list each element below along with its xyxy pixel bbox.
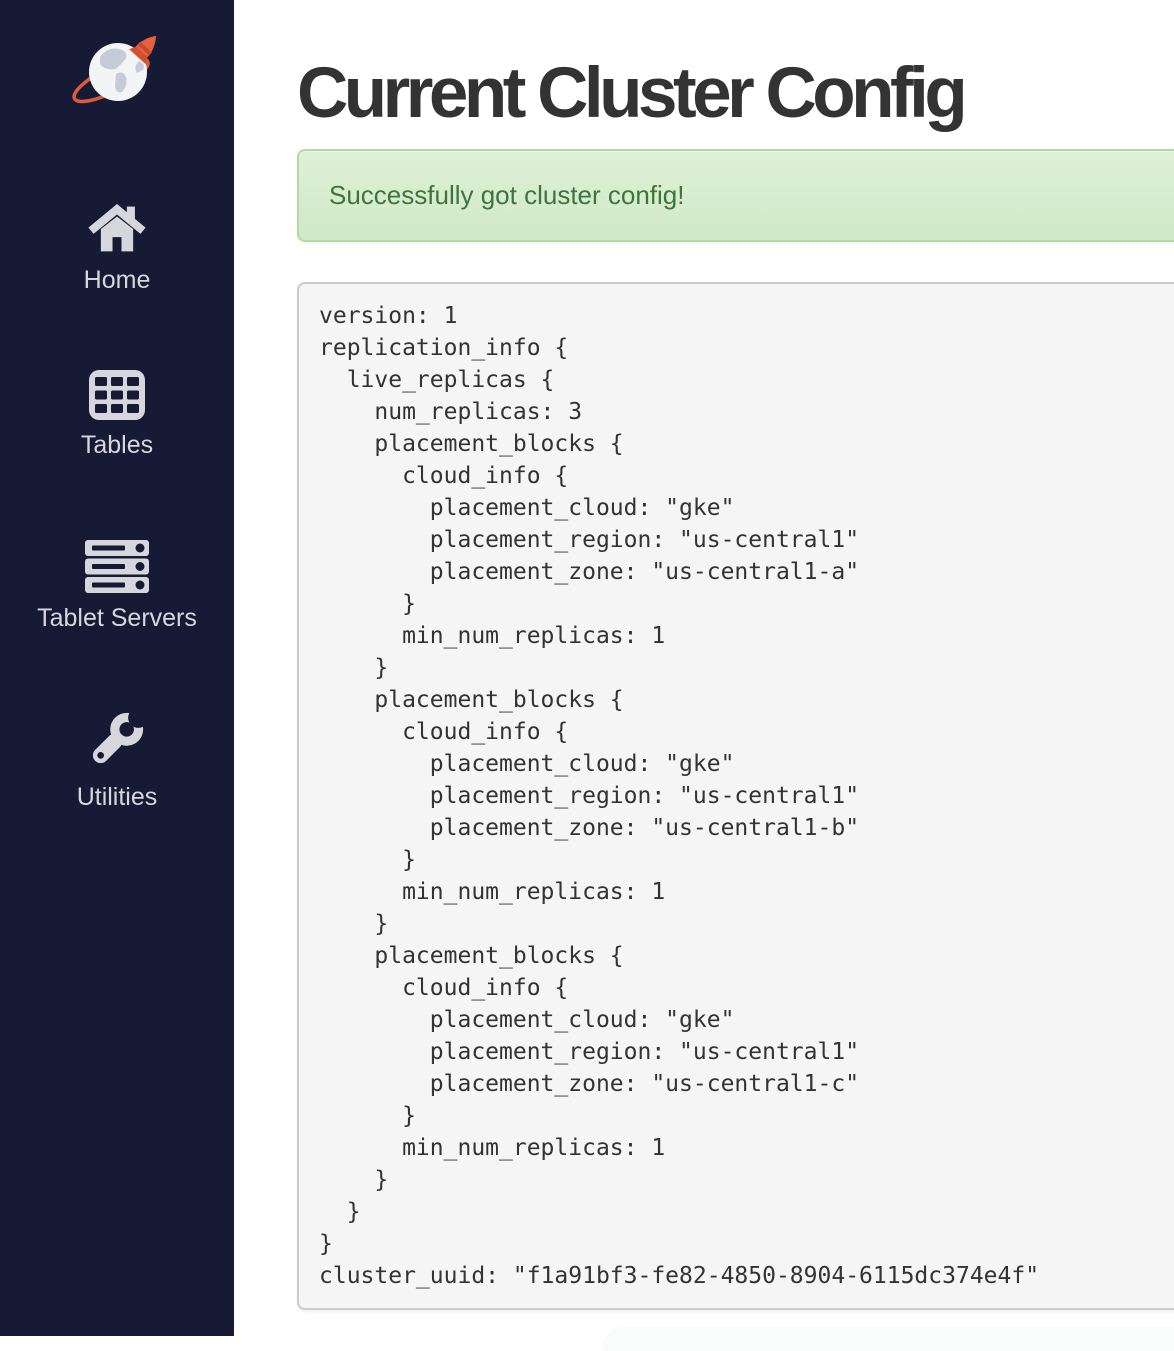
sidebar-item-label: Tablet Servers xyxy=(37,604,197,632)
partial-panel-bottom xyxy=(603,1327,1174,1351)
sidebar-item-tablet-servers[interactable]: Tablet Servers xyxy=(0,540,234,632)
globe-rocket-logo-icon xyxy=(71,30,163,115)
sidebar-item-tables[interactable]: Tables xyxy=(0,370,234,459)
sidebar-item-label: Home xyxy=(83,266,151,294)
app-logo[interactable] xyxy=(0,30,234,115)
sidebar-item-home[interactable]: Home xyxy=(0,203,234,294)
page-title: Current Cluster Config xyxy=(297,54,968,133)
success-alert-message: Successfully got cluster config! xyxy=(329,180,685,210)
sidebar-item-utilities[interactable]: Utilities xyxy=(0,708,234,811)
home-icon xyxy=(88,203,146,255)
success-alert: Successfully got cluster config! xyxy=(297,149,1174,242)
sidebar: Home Tables xyxy=(0,0,234,1336)
main-content: Current Cluster Config Successfully got … xyxy=(234,0,1174,1351)
cluster-config-code-block: version: 1 replication_info { live_repli… xyxy=(297,282,1174,1310)
tables-icon xyxy=(89,370,145,420)
sidebar-item-label: Tables xyxy=(80,431,154,459)
sidebar-item-label: Utilities xyxy=(76,783,158,811)
servers-icon xyxy=(85,540,149,593)
wrench-icon xyxy=(86,708,148,772)
